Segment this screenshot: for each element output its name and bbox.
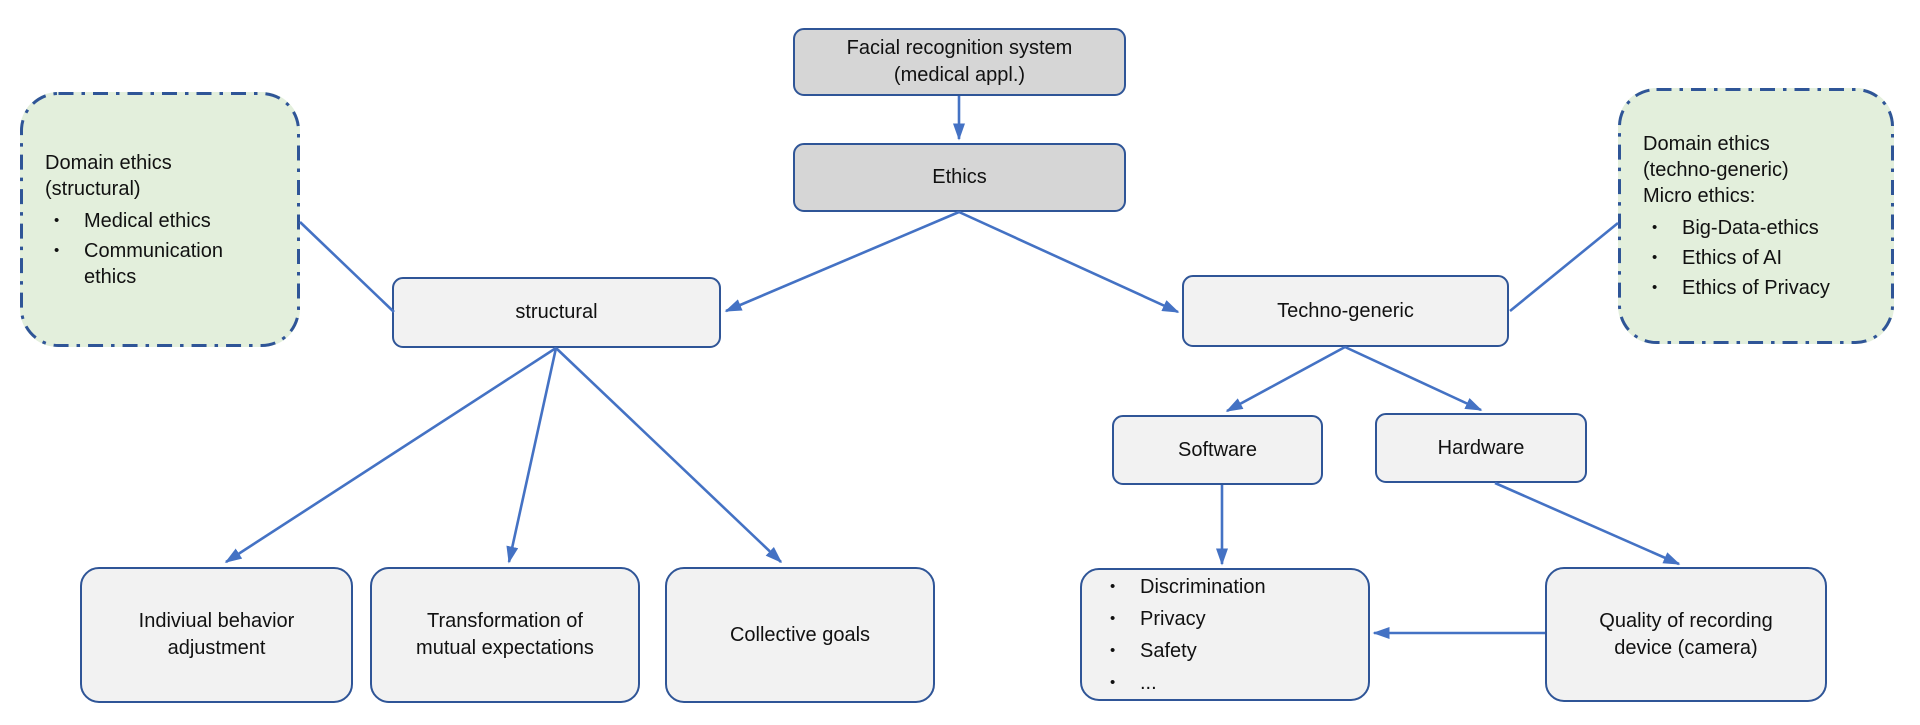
connector-techno-to-hardware [1344, 345, 1483, 412]
connector-hardware-to-quality [1494, 481, 1681, 566]
list-item-text: Safety [1140, 639, 1197, 662]
bullet-icon: • [1652, 249, 1658, 266]
node-label: Hardware [1437, 436, 1525, 459]
node-quality-of-recording-device: Quality of recording device (camera) [1545, 567, 1827, 702]
list-item: • Safety [1082, 635, 1266, 667]
list-item-text: Ethics of Privacy [1682, 277, 1830, 299]
node-ethics: Ethics [793, 143, 1126, 212]
node-structural: structural [392, 277, 721, 348]
bullet-icon: • [1110, 609, 1116, 627]
node-label-line: Transformation of [427, 610, 583, 632]
bullet-icon: • [1110, 577, 1116, 595]
note-list: • Medical ethics • Communication ethics [45, 204, 286, 290]
node-collective-goals: Collective goals [665, 567, 935, 703]
list-item-text: Big-Data-ethics [1682, 217, 1819, 239]
dash-dot-border [20, 92, 300, 347]
bullet-icon: • [1652, 219, 1658, 236]
node-label: Ethics [932, 166, 987, 188]
node-techno-generic: Techno-generic [1182, 275, 1509, 347]
connector-ethics-to-techno-generic [958, 210, 1180, 314]
list-item: • Discrimination [1082, 571, 1266, 603]
list-item: • Medical ethics [45, 208, 286, 234]
node-label-line: device (camera) [1614, 636, 1758, 659]
list-item: • Ethics of AI [1643, 245, 1880, 271]
bullet-icon: • [54, 211, 60, 229]
connector-ethics-to-structural [724, 210, 960, 313]
list-item: • Privacy [1082, 603, 1266, 635]
list-item-text: Ethics of AI [1682, 247, 1783, 269]
connector-left-note-to-structural [299, 221, 395, 313]
connector-structural-to-transformation [506, 347, 558, 564]
note-domain-ethics-structural: Domain ethics (structural) • Medical eth… [20, 92, 300, 347]
note-title-line: (structural) [45, 177, 141, 200]
node-transformation-of-mutual-expectations: Transformation of mutual expectations [370, 567, 640, 703]
list-item: • Communication ethics [45, 238, 286, 290]
connector-right-note-to-techno-generic [1509, 221, 1619, 313]
issue-list: • Discrimination • Privacy • Safety • ..… [1082, 571, 1266, 699]
bullet-icon: • [54, 241, 60, 259]
connector-techno-to-software [1225, 345, 1346, 413]
node-label: Collective goals [729, 623, 871, 646]
node-label-line: Quality of recording [1599, 609, 1773, 632]
note-title-line: Domain ethics [1643, 133, 1770, 155]
node-facial-recognition-system: Facial recognition system (medical appl.… [793, 28, 1126, 96]
node-indiviual-behavior-adjustment: Indiviual behavior adjustment [80, 567, 353, 703]
list-item: • ... [1082, 667, 1266, 699]
connector-structural-to-collective-goals [555, 347, 783, 564]
note-title-line: Domain ethics [45, 151, 172, 174]
bullet-icon: • [1110, 641, 1116, 659]
list-item-text: Discrimination [1140, 575, 1266, 598]
list-item: • Big-Data-ethics [1643, 215, 1880, 241]
list-item: • Ethics of Privacy [1643, 275, 1880, 301]
list-item-text: Privacy [1140, 607, 1206, 630]
node-hardware: Hardware [1375, 413, 1587, 483]
connector-structural-to-indiviual-behavior [224, 346, 557, 564]
note-domain-ethics-techno-generic: Domain ethics (techno-generic) Micro eth… [1618, 88, 1894, 344]
note-title-line: (techno-generic) [1643, 159, 1789, 181]
node-software-issue-list: • Discrimination • Privacy • Safety • ..… [1080, 568, 1370, 701]
node-label: Software [1178, 438, 1257, 461]
bullet-icon: • [1652, 279, 1658, 296]
list-item-text: Communication ethics [84, 239, 223, 288]
node-label-line: (medical appl.) [893, 64, 1026, 86]
note-title-line: Micro ethics: [1643, 185, 1756, 207]
node-label-line: mutual expectations [416, 637, 594, 659]
node-label: Techno-generic [1277, 299, 1414, 322]
node-label-line: Facial recognition system [846, 37, 1073, 59]
list-item-text: ... [1140, 671, 1157, 694]
bullet-icon: • [1110, 673, 1116, 691]
node-label-line: Indiviual behavior [138, 610, 295, 632]
note-list: • Big-Data-ethics • Ethics of AI • Ethic… [1643, 211, 1880, 301]
node-label-line: adjustment [167, 637, 266, 659]
list-item-text: Medical ethics [84, 209, 211, 232]
node-software: Software [1112, 415, 1323, 485]
dash-dot-border [1618, 88, 1894, 344]
node-label: structural [515, 301, 598, 323]
